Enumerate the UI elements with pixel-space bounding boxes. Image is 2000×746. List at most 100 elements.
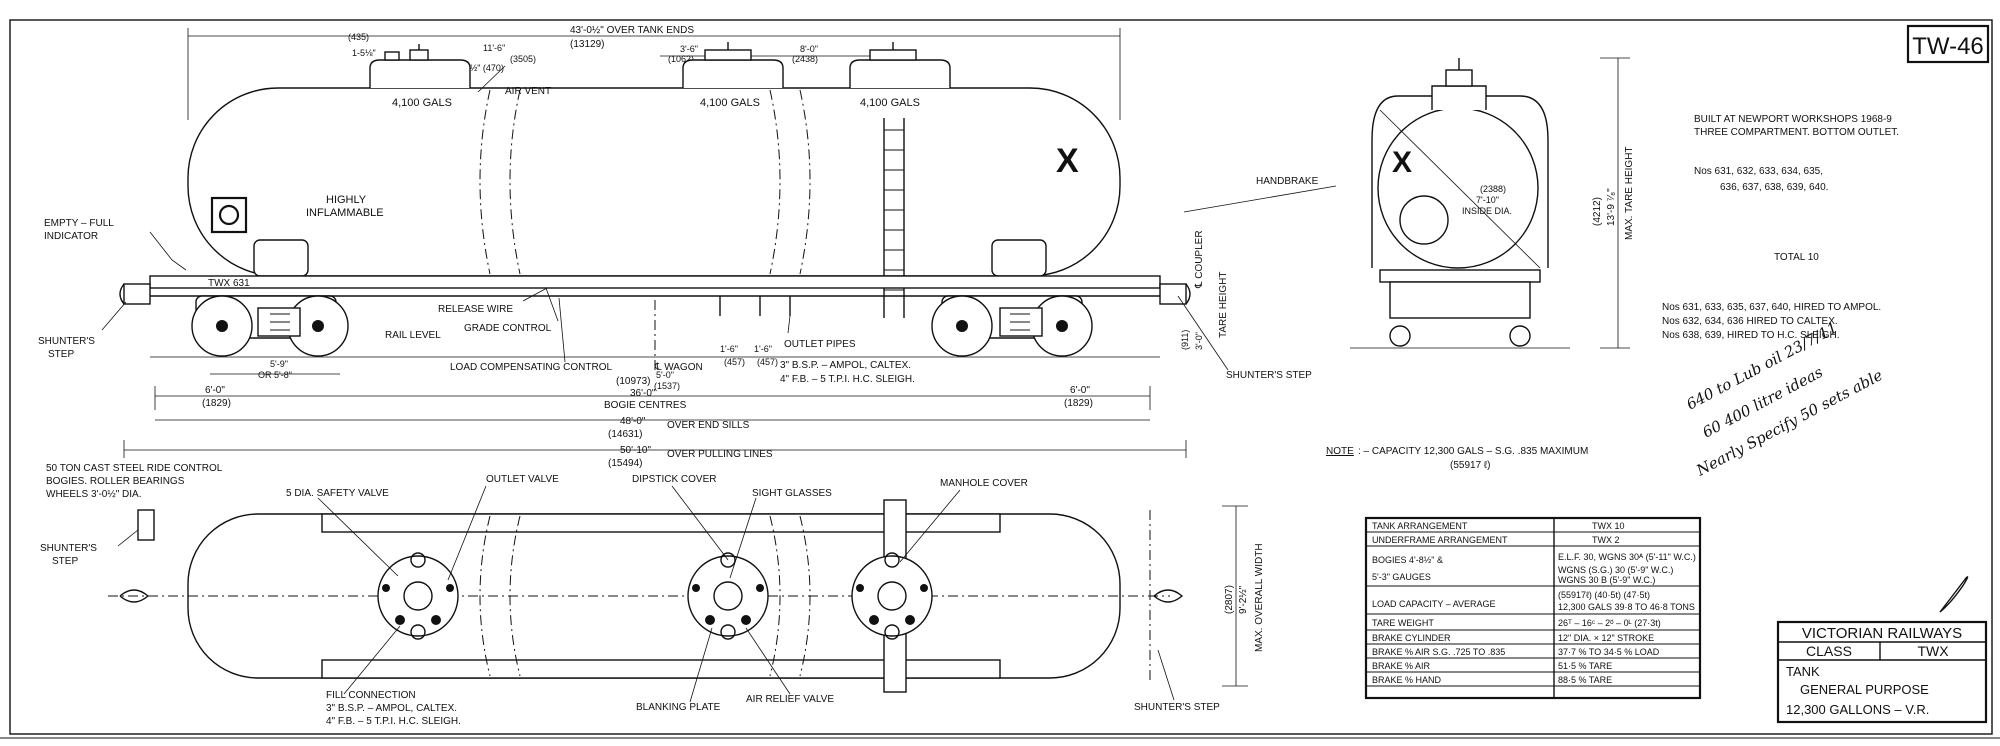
overall-width: 9'-2½": [1238, 585, 1249, 614]
highly-inflammable-2: INFLAMMABLE: [306, 207, 384, 219]
spec-row-9-value: 88·5 % TARE: [1558, 675, 1612, 685]
note-nos-1: Nos 631, 632, 633, 634, 635,: [1694, 166, 1823, 177]
dim-1062: (1062): [668, 54, 694, 64]
label-fill-connection-1: FILL CONNECTION: [326, 690, 416, 701]
dim-6-0-left: 6'-0": [205, 385, 225, 396]
title-class-value: TWX: [1917, 643, 1949, 659]
spec-row-4-label: LOAD CAPACITY – AVERAGE: [1372, 599, 1496, 609]
label-handbrake: HANDBRAKE: [1256, 176, 1319, 187]
plan-shunters-step-left-2: STEP: [52, 556, 78, 567]
overall-width-mm: (2807): [1224, 585, 1235, 614]
dim-50-10: 50'-10": [620, 445, 651, 456]
dim-8-0: 8'-0": [800, 44, 818, 54]
label-empty-full-1: EMPTY – FULL: [44, 218, 114, 229]
label-bsp: 3" B.S.P. – AMPOL, CALTEX.: [780, 360, 911, 371]
dim-1829-right: (1829): [1064, 398, 1093, 409]
spec-row-4-value-2: 12,300 GALS 39·8 TO 46·8 TONS: [1558, 602, 1695, 612]
label-manhole-cover: MANHOLE COVER: [940, 478, 1028, 489]
spec-row-3-value-3: WGNS 30 B (5'-9" W.C.): [1558, 575, 1655, 585]
plan-view: (2807) 9'-2½" MAX. OVERALL WIDTH 50 TON …: [40, 463, 1265, 727]
overall-width-label: MAX. OVERALL WIDTH: [1254, 543, 1265, 652]
label-shunters-step-right: SHUNTER'S STEP: [1226, 370, 1312, 381]
dim-435: (435): [348, 32, 369, 42]
sheet-id: TW-46: [1912, 33, 1984, 60]
label-blanking-plate: BLANKING PLATE: [636, 702, 721, 713]
dim-tare-911: (911): [1180, 330, 1190, 350]
dim-5-9: 5'-9": [270, 359, 288, 369]
plan-shunters-step-right: SHUNTER'S STEP: [1134, 702, 1220, 713]
label-load-compensating: LOAD COMPENSATING CONTROL: [450, 362, 612, 373]
label-fill-connection-3: 4" F.B. – 5 T.P.I. H.C. SLEIGH.: [326, 716, 461, 727]
title-railway: VICTORIAN RAILWAYS: [1802, 625, 1962, 642]
compartment-capacity-3: 4,100 GALS: [860, 97, 920, 109]
dim-10973: (10973): [616, 376, 650, 387]
dim-1-6: 1'-6½" (470): [455, 63, 504, 73]
dome-right: [849, 59, 951, 88]
label-air-relief-valve: AIR RELIEF VALVE: [746, 694, 834, 705]
spec-row-3-label: BOGIES 4'-8½" &: [1372, 555, 1443, 565]
dim-1537: (1537): [654, 381, 680, 391]
dim-14631: (14631): [608, 429, 642, 440]
dim-5-0: 5'-0": [656, 370, 674, 380]
title-block: VICTORIAN RAILWAYS CLASS TWX TANK GENERA…: [1776, 576, 1988, 724]
title-class-label: CLASS: [1806, 643, 1852, 659]
label-grade-control: GRADE CONTROL: [464, 323, 552, 334]
note-hire-2: Nos 632, 634, 636 HIRED TO CALTEX.: [1662, 316, 1838, 327]
spec-table: TANK ARRANGEMENT TWX 10 UNDERFRAME ARRAN…: [1364, 516, 1702, 700]
dim-3505: (3505): [510, 54, 536, 64]
dim-over-tank-ends: 43'-0½" OVER TANK ENDS: [570, 25, 694, 36]
label-over-end-sills: OVER END SILLS: [667, 420, 750, 431]
dim-48-0: 48'-0": [620, 416, 646, 427]
dim-1-6a: 1'-6": [720, 344, 738, 354]
max-tare-label: MAX. TARE HEIGHT: [1624, 146, 1635, 240]
label-rail-level: RAIL LEVEL: [385, 330, 441, 341]
end-view: X (2388) 7'-10" INSIDE DIA. (4212) 13'-9…: [1350, 57, 1635, 349]
dim-2438: (2438): [792, 54, 818, 64]
tank-body: [187, 87, 1121, 277]
dim-11-6: 11'-6": [483, 43, 505, 53]
spec-row-3-label-2: 5'-3" GAUGES: [1372, 572, 1431, 582]
label-air-vent: AIR VENT: [505, 86, 551, 97]
dim-5-8: OR 5'-8": [258, 370, 292, 380]
dim-over-tank-ends-mm: (13129): [570, 39, 604, 50]
dim-457b: (457): [757, 357, 778, 367]
bogie-left: [191, 295, 349, 357]
label-shunters-step-left-1: SHUNTER'S: [38, 336, 95, 347]
label-outlet-pipes: OUTLET PIPES: [784, 339, 856, 350]
spec-row-8-value: 51·5 % TARE: [1558, 661, 1612, 671]
spec-row-6-value: 12" DIA. × 12" STROKE: [1558, 633, 1654, 643]
dim-15494: (15494): [608, 458, 642, 469]
spec-row-5-label: TARE WEIGHT: [1372, 618, 1434, 628]
sheet-id-box: [1906, 24, 1990, 64]
hatch-right: [851, 555, 933, 637]
sheet-border: [9, 19, 1993, 735]
max-tare-height: 13'-9 ⁷⁄₈": [1606, 188, 1617, 226]
dim-36-0: 36'-0": [630, 388, 656, 399]
dim-3-6: 3'-6": [680, 44, 698, 54]
dim-tare-3-0: 3'-0": [1194, 332, 1204, 350]
label-dipstick-cover: DIPSTICK COVER: [632, 474, 716, 485]
inside-dia-label: INSIDE DIA.: [1462, 206, 1512, 216]
inside-dia: 7'-10": [1476, 195, 1499, 205]
note-hire-3: Nos 638, 639, HIRED TO H.C. SLEIGH.: [1662, 330, 1839, 341]
label-fb: 4" F.B. – 5 T.P.I. H.C. SLEIGH.: [780, 374, 915, 385]
label-bogie-centres: BOGIE CENTRES: [604, 400, 687, 411]
label-coupler: ℄ COUPLER: [1194, 230, 1205, 289]
hatch-middle: [687, 555, 769, 637]
underframe-sill: [149, 275, 1161, 289]
title-tank: TANK: [1786, 664, 1820, 679]
note-nos-2: 636, 637, 638, 639, 640.: [1720, 182, 1828, 193]
wagon-number: TWX 631: [208, 278, 250, 289]
label-empty-full-2: INDICATOR: [44, 231, 98, 242]
spec-row-6-label: BRAKE CYLINDER: [1372, 633, 1451, 643]
spec-row-7-label: BRAKE % AIR S.G. .725 TO .835: [1372, 647, 1505, 657]
spec-row-8-label: BRAKE % AIR: [1372, 661, 1431, 671]
capacity-note-mm: (55917 ℓ): [1450, 460, 1490, 471]
capacity-note-prefix: NOTE: [1326, 446, 1354, 457]
dome-middle: [682, 59, 784, 88]
note-built: BUILT AT NEWPORT WORKSHOPS 1968-9: [1694, 114, 1892, 125]
side-elevation: 43'-0½" OVER TANK ENDS (13129) (435) 1-5…: [38, 25, 1337, 469]
label-tare-height: TARE HEIGHT: [1218, 272, 1229, 338]
bogie-right: [931, 295, 1093, 357]
